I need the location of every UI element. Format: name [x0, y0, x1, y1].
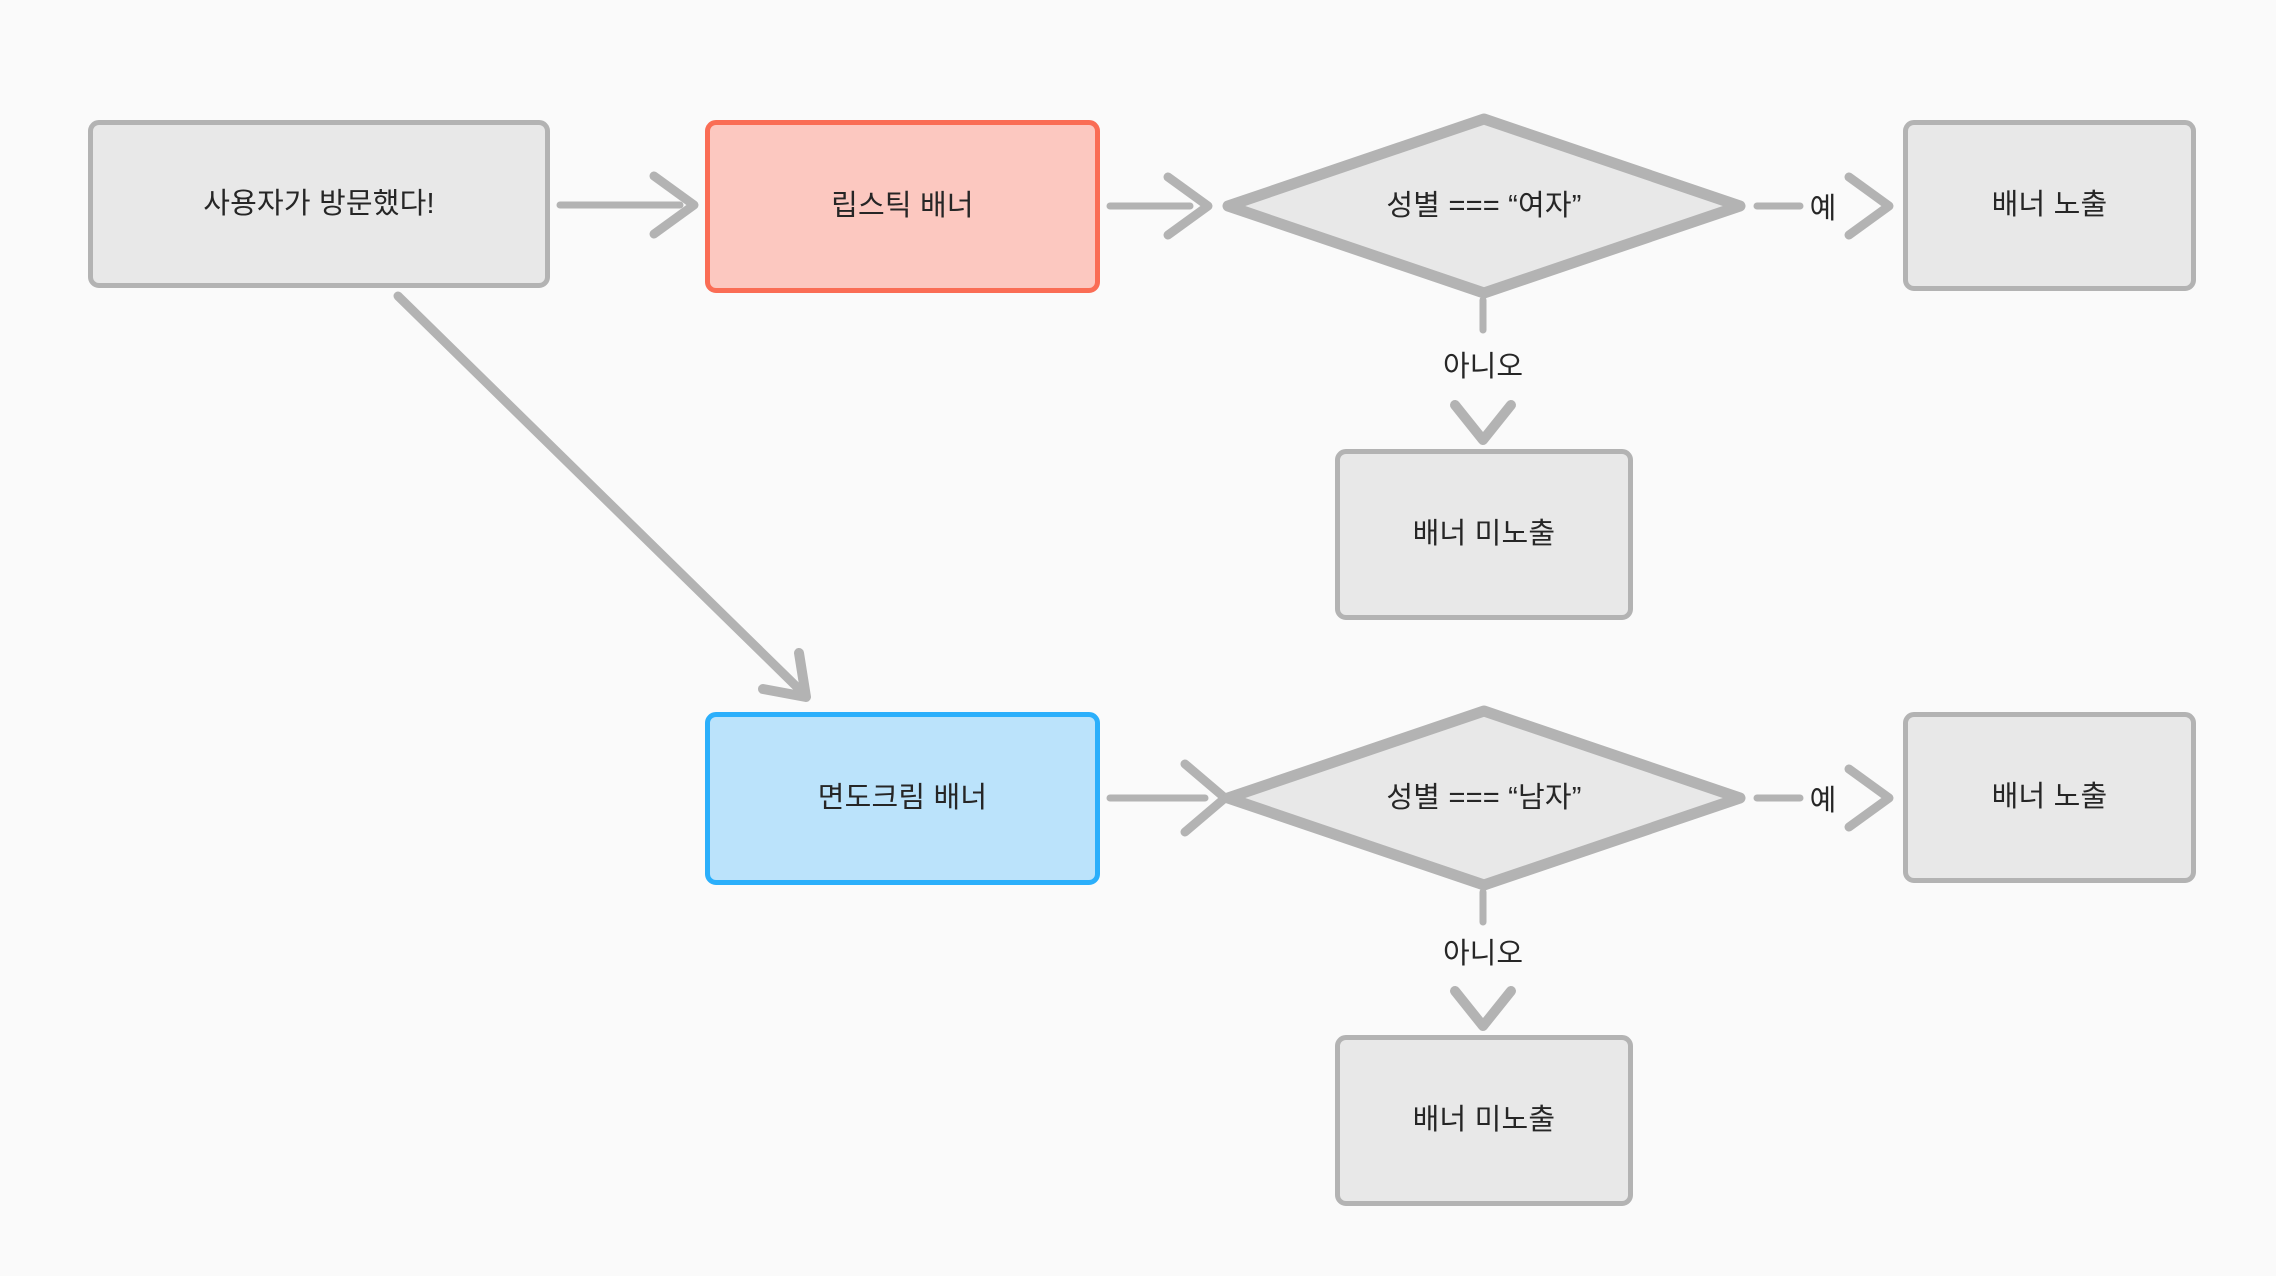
node-decision-gender-male[interactable]: 성별 === “남자”	[1222, 705, 1746, 891]
node-label: 사용자가 방문했다!	[203, 187, 435, 220]
node-label: 배너 미노출	[1412, 518, 1556, 551]
node-shaving-cream-banner[interactable]: 면도크림 배너	[705, 712, 1100, 885]
edge-visit-to-lipstick	[556, 171, 699, 239]
node-user-visited[interactable]: 사용자가 방문했다!	[88, 120, 550, 288]
node-label: 성별 === “남자”	[1386, 781, 1582, 814]
edge-visit-to-shaving	[393, 291, 811, 702]
node-show-banner-female[interactable]: 배너 노출	[1903, 120, 2196, 291]
edge-lipstick-to-gender-female	[1106, 172, 1213, 240]
edge-label-yes-female: 예	[1805, 185, 1841, 227]
node-label: 배너 노출	[1991, 189, 2108, 222]
node-hide-banner-male[interactable]: 배너 미노출	[1335, 1035, 1633, 1206]
node-show-banner-male[interactable]: 배너 노출	[1903, 712, 2196, 883]
edge-label-no-male: 아니오	[1438, 930, 1528, 972]
diamond-shape	[1222, 705, 1746, 891]
node-label: 립스틱 배너	[831, 190, 974, 223]
node-decision-gender-female[interactable]: 성별 === “여자”	[1222, 113, 1746, 299]
edge-label-no-female: 아니오	[1438, 343, 1528, 385]
edge-label-yes-male: 예	[1805, 777, 1841, 819]
node-label: 배너 미노출	[1412, 1104, 1556, 1137]
node-label: 면도크림 배너	[817, 782, 988, 815]
edge-shaving-to-gender-male	[1106, 759, 1230, 837]
node-lipstick-banner[interactable]: 립스틱 배너	[705, 120, 1100, 293]
node-label: 배너 노출	[1991, 781, 2108, 814]
diamond-shape	[1222, 113, 1746, 299]
node-hide-banner-female[interactable]: 배너 미노출	[1335, 449, 1633, 620]
node-label: 성별 === “여자”	[1386, 189, 1582, 222]
